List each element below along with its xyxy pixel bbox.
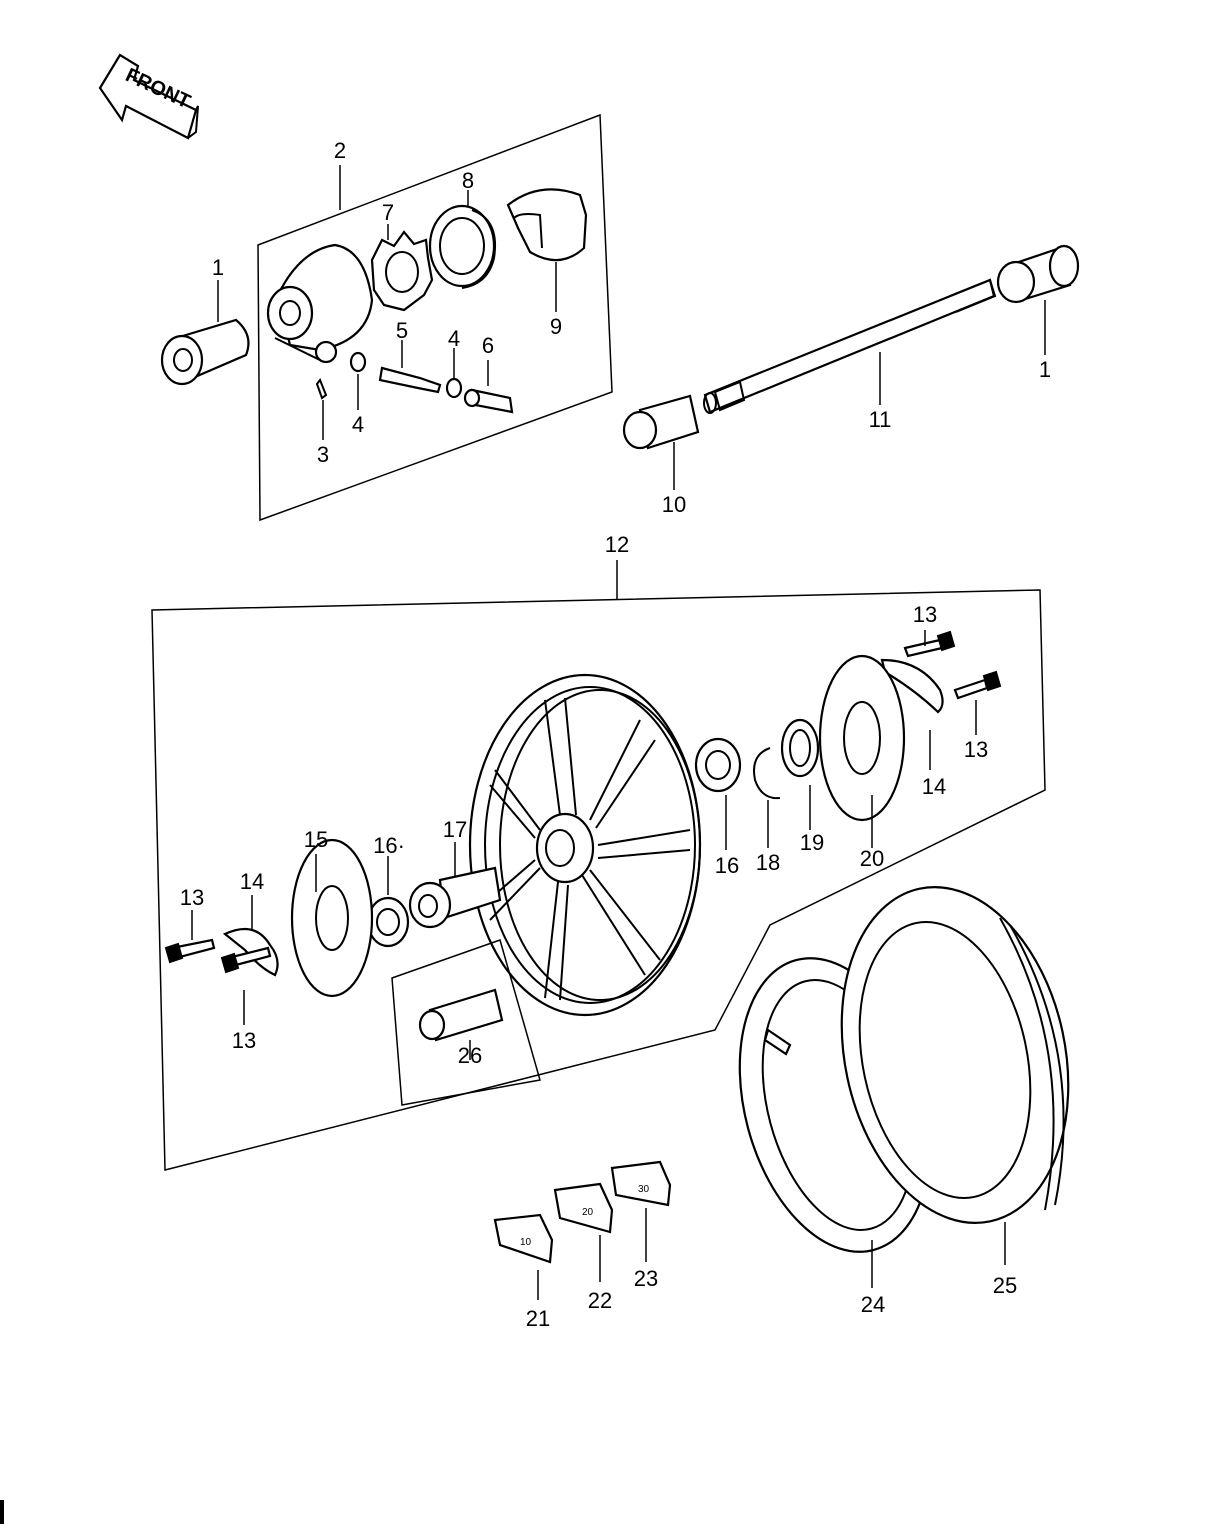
callout-13-top: 13 — [913, 602, 937, 627]
callout-10: 10 — [662, 492, 686, 517]
lock-plate-right — [880, 658, 944, 770]
oil-seal — [428, 190, 496, 289]
tire — [840, 886, 1070, 1265]
group-frame-12 — [151, 560, 1046, 1171]
callout-11: 11 — [869, 407, 892, 432]
callout-8: 8 — [462, 168, 474, 193]
gear-housing — [266, 243, 374, 364]
group-frame-26 — [391, 939, 541, 1106]
wheel-oil-seal — [780, 718, 820, 830]
callout-1-right: 1 — [1039, 357, 1051, 382]
balance-weight-10: 10 — [493, 1213, 554, 1300]
callout-16-right: 16 — [715, 853, 739, 878]
collar-right — [996, 244, 1080, 355]
callout-4-right: 4 — [448, 326, 460, 351]
callout-16-left: 16· — [373, 833, 405, 858]
pinion-shaft — [378, 340, 442, 394]
callout-3: 3 — [317, 442, 329, 467]
callout-13-left: 13 — [180, 885, 204, 910]
callout-1-left: 1 — [212, 255, 224, 280]
disc-plate-right — [818, 654, 906, 848]
bolt-left-lower — [220, 946, 272, 1025]
cotter-pin — [315, 377, 328, 440]
cast-wheel — [454, 673, 702, 1017]
disc-plate-left — [290, 838, 374, 998]
cover-plate — [506, 188, 588, 312]
callout-21: 21 — [526, 1306, 550, 1331]
bolt-left-upper — [164, 910, 216, 964]
bolt-right-lower — [953, 670, 1002, 735]
hub-spacer — [408, 866, 502, 929]
washer-left — [349, 351, 367, 410]
axle — [703, 278, 997, 414]
balance-weight-30: 30 — [610, 1160, 672, 1262]
callout-12: 12 — [605, 532, 629, 557]
axle-spacer — [622, 394, 700, 490]
weight-30-label: 30 — [638, 1184, 650, 1195]
group-frame-2 — [257, 113, 613, 522]
callout-5: 5 — [396, 318, 408, 343]
callout-15: 15 — [304, 827, 328, 852]
callout-2: 2 — [334, 138, 346, 163]
callout-20: 20 — [860, 846, 884, 871]
washer-right — [445, 348, 463, 399]
collar-left — [160, 280, 250, 386]
front-arrow: FRONT — [98, 53, 199, 140]
callout-18: 18 — [756, 850, 780, 875]
weight-20-label: 20 — [582, 1207, 594, 1218]
callout-22: 22 — [588, 1288, 612, 1313]
callout-4-left: 4 — [352, 412, 364, 437]
balance-weight-20: 20 — [553, 1182, 614, 1282]
callout-19: 19 — [800, 830, 824, 855]
bushing — [463, 360, 514, 414]
callout-14-left: 14 — [240, 869, 264, 894]
weight-10-label: 10 — [520, 1237, 532, 1248]
callout-13-bottom: 13 — [232, 1028, 256, 1053]
callout-24: 24 — [861, 1292, 885, 1317]
callout-14-right: 14 — [922, 774, 946, 799]
bearing-right — [694, 737, 742, 850]
circlip — [753, 747, 781, 848]
callout-17: 17 — [443, 817, 467, 842]
speedometer-gear — [370, 224, 434, 312]
callout-6: 6 — [482, 333, 494, 358]
callout-9: 9 — [550, 314, 562, 339]
margin-mark — [0, 1500, 4, 1524]
bolt-right-upper — [903, 630, 956, 658]
callout-23: 23 — [634, 1266, 658, 1291]
callout-7: 7 — [382, 200, 394, 225]
callout-26: 26 — [458, 1043, 482, 1068]
bearing-left — [366, 856, 410, 948]
callout-labels: 1 1 2 3 4 4 5 6 7 8 9 10 11 12 13 13 13 … — [180, 138, 1051, 1331]
callout-13-right: 13 — [964, 737, 988, 762]
callout-25: 25 — [993, 1273, 1017, 1298]
